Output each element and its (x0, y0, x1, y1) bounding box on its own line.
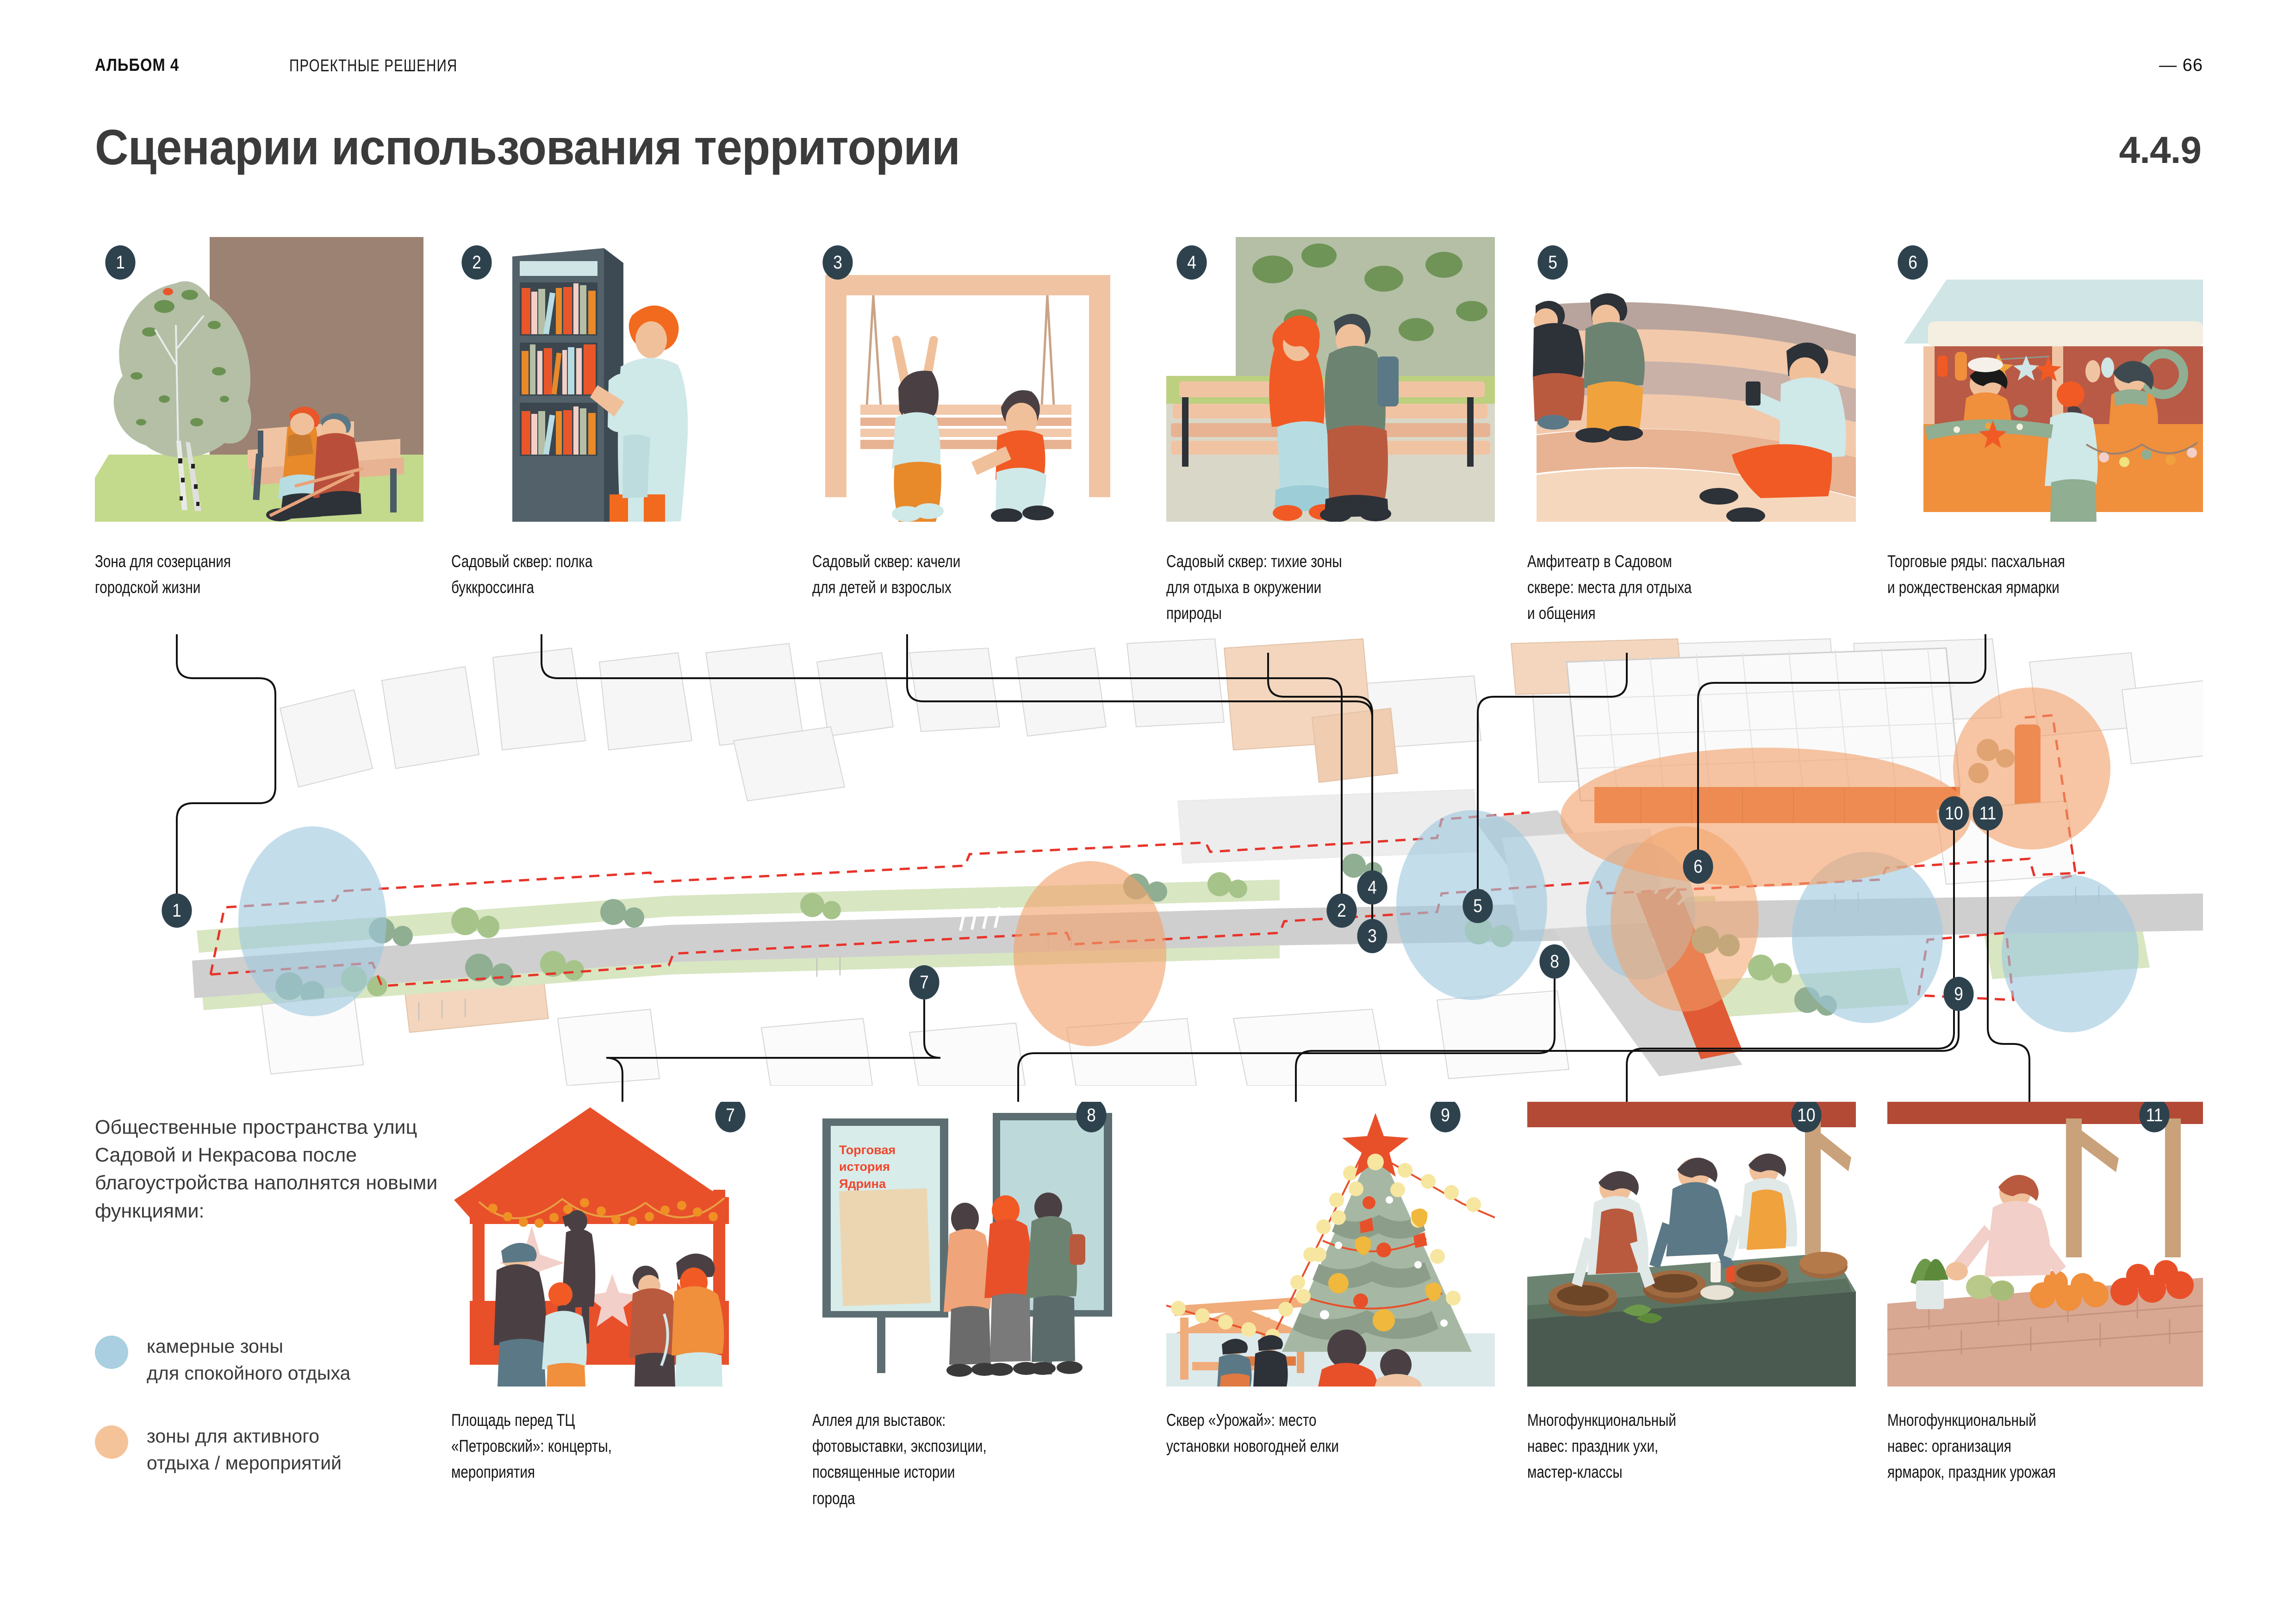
card-caption-4: Садовый сквер: тихие зоны для отдыха в о… (1166, 552, 1342, 623)
map-marker-10[interactable]: 10 (1939, 796, 1969, 831)
scenario-card-7[interactable]: 7 (451, 1102, 780, 1387)
market-tent-illustration (451, 1102, 780, 1387)
card-badge-3: 3 (822, 245, 853, 280)
bookshelf-illustration (451, 237, 780, 522)
harvest-market-illustration (1887, 1102, 2203, 1387)
map-marker-5[interactable]: 5 (1462, 889, 1493, 923)
scenario-card-6[interactable]: 6 (1887, 237, 2203, 522)
card-caption-8: Аллея для выставок: фотовыставки, экспоз… (812, 1411, 987, 1508)
scenario-card-4[interactable]: 4 (1166, 237, 1495, 522)
scenario-card-10[interactable]: 10 (1527, 1102, 1856, 1387)
card-badge-1: 1 (105, 245, 136, 280)
page-title: Сценарии использования территории (95, 119, 960, 175)
album-label: АЛЬБОМ 4 (95, 56, 180, 75)
map-marker-11[interactable]: 11 (1972, 796, 2003, 831)
scenario-card-1[interactable]: 1 (95, 237, 423, 522)
section-number: 4.4.9 (2119, 129, 2202, 171)
scenario-card-3[interactable]: 3 (812, 237, 1141, 522)
card-caption-3: Садовый сквер: качели для детей и взросл… (812, 552, 961, 597)
exhibition-boards-illustration (812, 1102, 1141, 1387)
map-marker-2[interactable]: 2 (1326, 893, 1357, 928)
legend-item-active: зоны для активного отдыха / мероприятий (95, 1425, 456, 1474)
card-caption-11: Многофункциональный навес: организация я… (1887, 1411, 2056, 1482)
exhibition-poster-title: Торговая история Ядрина (839, 1143, 896, 1191)
intro-text: Общественные пространства улиц Садовой и… (95, 1116, 438, 1222)
card-badge-10: 10 (1791, 1102, 1822, 1132)
card-badge-8: 8 (1076, 1102, 1107, 1132)
card-badge-6: 6 (1898, 245, 1928, 280)
bench-tree-illustration (95, 237, 423, 522)
card-badge-4: 4 (1176, 245, 1207, 280)
map-marker-3[interactable]: 3 (1357, 919, 1388, 953)
scenario-card-11[interactable]: 11 (1887, 1102, 2203, 1387)
map-marker-6[interactable]: 6 (1683, 849, 1713, 884)
map-marker-9[interactable]: 9 (1943, 977, 1974, 1011)
card-caption-9: Сквер «Урожай»: место установки новогодн… (1166, 1411, 1339, 1456)
site-plan-map[interactable] (95, 634, 2203, 1086)
legend-item-calm: камерные зоны для спокойного отдыха (95, 1336, 456, 1384)
scenario-card-5[interactable]: 5 (1527, 237, 1856, 522)
intro-paragraph: Общественные пространства улиц Садовой и… (95, 1113, 447, 1225)
amphitheatre-illustration (1527, 237, 1856, 522)
scenario-card-8[interactable]: Торговая история Ядрина 8 (812, 1102, 1141, 1387)
map-marker-8[interactable]: 8 (1539, 944, 1570, 979)
card-badge-11: 11 (2139, 1102, 2170, 1132)
card-caption-10: Многофункциональный навес: праздник ухи,… (1527, 1411, 1676, 1482)
card-badge-2: 2 (461, 245, 492, 280)
map-legend: камерные зоны для спокойного отдыха зоны… (95, 1336, 456, 1474)
card-badge-9: 9 (1430, 1102, 1461, 1132)
market-stalls-illustration (1887, 237, 2203, 522)
card-caption-5: Амфитеатр в Садовом сквере: места для от… (1527, 552, 1692, 623)
page-header: АЛЬБОМ 4 ПРОЕКТНЫЕ РЕШЕНИЯ — 66 (95, 56, 2203, 83)
section-name-label: ПРОЕКТНЫЕ РЕШЕНИЯ (289, 56, 458, 75)
christmas-tree-illustration (1166, 1102, 1495, 1387)
legend-label-active: зоны для активного отдыха / мероприятий (147, 1425, 342, 1474)
map-marker-4[interactable]: 4 (1357, 870, 1388, 905)
scenario-card-9[interactable]: 9 (1166, 1102, 1495, 1387)
legend-label-calm: камерные зоны для спокойного отдыха (147, 1336, 351, 1384)
card-badge-5: 5 (1537, 245, 1568, 280)
bench-couple-illustration (1166, 237, 1495, 522)
card-caption-2: Садовый сквер: полка буккроссинга (451, 552, 593, 597)
card-badge-7: 7 (715, 1102, 746, 1132)
card-caption-1: Зона для созерцания городской жизни (95, 552, 231, 597)
legend-dot-active-icon (95, 1425, 128, 1459)
map-marker-7[interactable]: 7 (909, 965, 940, 999)
cooking-canopy-illustration (1527, 1102, 1856, 1387)
card-caption-7: Площадь перед ТЦ «Петровский»: концерты,… (451, 1411, 612, 1482)
map-marker-1[interactable]: 1 (162, 893, 192, 928)
legend-dot-calm-icon (95, 1336, 128, 1369)
swing-illustration (812, 237, 1141, 522)
scenario-card-2[interactable]: 2 (451, 237, 780, 522)
page-number: — 66 (2159, 56, 2203, 75)
card-caption-6: Торговые ряды: пасхальная и рождественск… (1887, 552, 2065, 597)
